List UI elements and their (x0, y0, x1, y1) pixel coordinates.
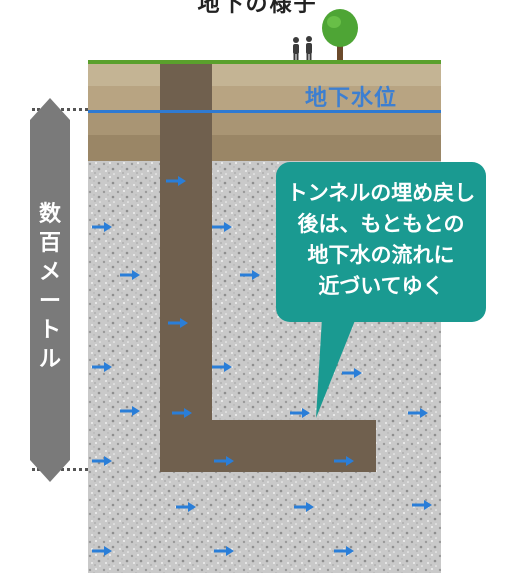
groundwater-flow-arrow-icon (334, 456, 354, 466)
grass-layer (88, 60, 441, 64)
soil-layer-3 (88, 113, 441, 135)
groundwater-flow-arrow-icon (120, 406, 140, 416)
groundwater-flow-arrow-icon (172, 408, 192, 418)
groundwater-flow-arrow-icon (92, 546, 112, 556)
depth-label: 数 百 メ ー ト ル (30, 200, 70, 374)
callout-pointer (316, 318, 356, 418)
water-table-label: 地下水位 (305, 86, 398, 111)
backfilled-shaft (160, 64, 212, 472)
people-icon (293, 36, 312, 62)
groundwater-flow-arrow-icon (168, 318, 188, 328)
callout-line: 近づいてゆく (318, 274, 444, 298)
depth-label-char: 百 (38, 231, 61, 256)
groundwater-flow-arrow-icon (342, 368, 362, 378)
depth-label-char: ー (38, 289, 61, 314)
groundwater-flow-arrow-icon (212, 222, 232, 232)
top-caption: 地下の様子 (197, 0, 318, 17)
callout-bubble: トンネルの埋め戻し 後は、もともとの 地下水の流れに 近づいてゆく (276, 162, 486, 322)
depth-arrow (30, 98, 70, 482)
groundwater-flow-arrow-icon (212, 362, 232, 372)
groundwater-flow-arrow-icon (290, 408, 310, 418)
depth-label-char: メ (38, 260, 61, 285)
groundwater-flow-arrow-icon (92, 222, 112, 232)
soil-layer-2 (88, 86, 441, 110)
groundwater-flow-arrow-icon (408, 408, 428, 418)
groundwater-flow-arrow-icon (240, 270, 260, 280)
groundwater-flow-arrow-icon (92, 362, 112, 372)
backfilled-tunnel (160, 420, 376, 472)
groundwater-flow-arrow-icon (334, 546, 354, 556)
groundwater-flow-arrow-icon (166, 176, 186, 186)
tree-icon (322, 9, 358, 64)
groundwater-flow-arrow-icon (120, 270, 140, 280)
depth-label-char: ル (38, 347, 61, 372)
depth-label-char: 数 (38, 202, 61, 227)
groundwater-flow-arrow-icon (214, 546, 234, 556)
groundwater-flow-arrow-icon (412, 500, 432, 510)
groundwater-flow-arrow-icon (176, 502, 196, 512)
water-table-line (88, 110, 441, 113)
callout-line: 後は、もともとの (297, 212, 465, 236)
groundwater-flow-arrow-icon (214, 456, 234, 466)
callout-line: 地下水の流れに (307, 243, 455, 267)
depth-label-char: ト (38, 318, 61, 343)
groundwater-flow-arrow-icon (294, 502, 314, 512)
groundwater-flow-arrow-icon (92, 456, 112, 466)
callout-line: トンネルの埋め戻し (286, 181, 476, 205)
soil-layer-4 (88, 135, 441, 161)
